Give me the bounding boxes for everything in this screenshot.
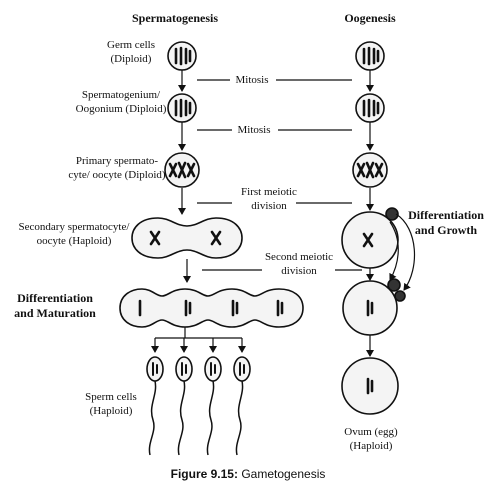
- svg-text:Figure 9.15: Gametogenesis: Figure 9.15: Gametogenesis: [171, 467, 326, 481]
- sperm-cell-4: [233, 356, 251, 456]
- svg-text:(Diploid): (Diploid): [111, 53, 152, 65]
- svg-text:First meiotic: First meiotic: [241, 186, 297, 198]
- oogonium-cell: [355, 93, 385, 123]
- second-meiotic-division-label: Second meiotic division: [265, 251, 333, 277]
- mitosis-label-1: Mitosis: [235, 74, 268, 86]
- svg-text:division: division: [281, 265, 317, 277]
- secondary-spermatocyte-label: Secondary spermatocyte/ oocyte (Haploid): [19, 221, 131, 247]
- svg-text:and Growth: and Growth: [415, 223, 477, 237]
- germ-cell-sperm: [167, 41, 197, 71]
- secondary-oocyte-cell: [341, 211, 399, 269]
- svg-text:division: division: [251, 200, 287, 212]
- sperm-cells-label: Sperm cells (Haploid): [85, 391, 137, 417]
- svg-text:and Maturation: and Maturation: [14, 306, 96, 320]
- germ-cell-oo: [355, 41, 385, 71]
- secondary-spermatocyte-cell: [131, 217, 243, 259]
- svg-text:Spermatogenium/: Spermatogenium/: [82, 89, 161, 101]
- sperm-cell-1: [146, 356, 164, 456]
- growth-arrow: [395, 213, 416, 291]
- svg-text:Oogonium (Diploid): Oogonium (Diploid): [76, 103, 167, 115]
- svg-text:Germ cells: Germ cells: [107, 39, 155, 51]
- sperm-cell-2: [175, 356, 193, 456]
- ovum-label: Ovum (egg) (Haploid): [344, 426, 398, 452]
- spermatogenesis-heading: Spermatogenesis: [132, 11, 218, 25]
- svg-text:Differentiation: Differentiation: [408, 208, 484, 222]
- primary-spermatocyte-cell: [164, 152, 200, 188]
- svg-text:Sperm cells: Sperm cells: [85, 391, 137, 403]
- growth-arrow-2: [389, 221, 399, 281]
- spermatogonium-label: Spermatogenium/ Oogonium (Diploid): [76, 89, 167, 115]
- sperm-cell-3: [204, 356, 222, 456]
- mitosis-label-2: Mitosis: [237, 124, 270, 136]
- polar-body-1: [385, 207, 399, 221]
- svg-text:Differentiation: Differentiation: [17, 291, 93, 305]
- differentiation-growth-label: Differentiation and Growth: [408, 208, 484, 237]
- ovum-cell: [341, 357, 399, 415]
- spermatid-chain: [119, 288, 304, 328]
- germ-cells-label: Germ cells (Diploid): [107, 39, 155, 65]
- svg-text:cyte/ oocyte (Diploid): cyte/ oocyte (Diploid): [68, 169, 165, 181]
- svg-text:Secondary spermatocyte/: Secondary spermatocyte/: [19, 221, 131, 233]
- svg-text:(Haploid): (Haploid): [90, 405, 133, 417]
- primary-spermatocyte-label: Primary spermato- cyte/ oocyte (Diploid): [68, 155, 165, 181]
- spermatogonium-cell: [167, 93, 197, 123]
- figure-caption: Figure 9.15: Gametogenesis: [171, 467, 326, 481]
- svg-text:Second meiotic: Second meiotic: [265, 251, 333, 263]
- svg-text:Primary spermato-: Primary spermato-: [76, 155, 159, 167]
- svg-text:Ovum (egg): Ovum (egg): [344, 426, 398, 438]
- oogenesis-heading: Oogenesis: [344, 11, 396, 25]
- sperm-branch-lines: [151, 327, 246, 353]
- svg-text:(Haploid): (Haploid): [350, 440, 393, 452]
- first-meiotic-division-label: First meiotic division: [241, 186, 297, 212]
- svg-text:oocyte (Haploid): oocyte (Haploid): [37, 235, 112, 247]
- primary-oocyte-cell: [352, 152, 388, 188]
- differentiation-maturation-label: Differentiation and Maturation: [14, 291, 96, 320]
